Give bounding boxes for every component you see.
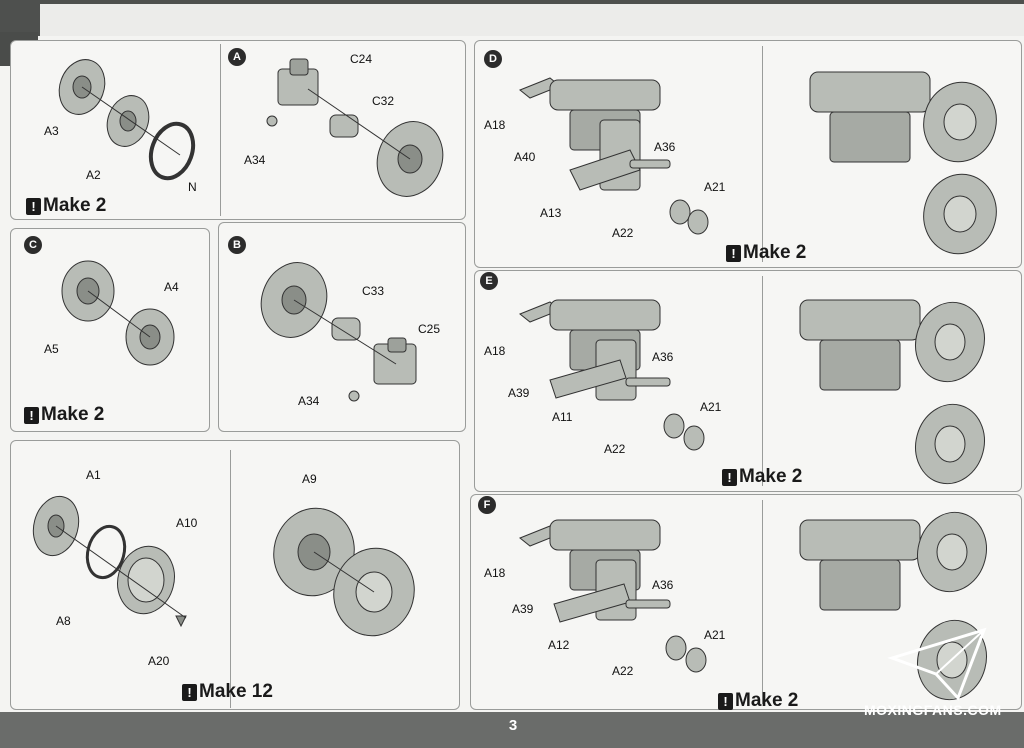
panel-divider <box>230 450 231 708</box>
part-label: N <box>188 180 197 194</box>
panel-divider <box>762 276 763 486</box>
road-wheel-pair-drawing <box>273 507 415 637</box>
make-quantity: !Make 2 <box>722 466 802 488</box>
suspension-bogie-drawing-f <box>519 519 707 673</box>
drive-sprocket-drawing <box>61 260 175 366</box>
part-label: A22 <box>612 226 634 240</box>
part-label: A36 <box>654 140 676 154</box>
make-quantity: !Make 2 <box>718 690 798 712</box>
suspension-assembled-drawing-e <box>799 299 985 485</box>
part-label: A18 <box>484 118 506 132</box>
exclamation-icon: ! <box>726 244 741 262</box>
part-label: A10 <box>176 516 198 530</box>
suspension-assembled-drawing-f <box>799 511 987 701</box>
part-label: A5 <box>44 342 59 356</box>
part-label: A39 <box>512 602 534 616</box>
page-number: 3 <box>508 717 518 734</box>
bottom-bar <box>0 712 1024 748</box>
part-label: A12 <box>548 638 570 652</box>
part-label: A40 <box>514 150 536 164</box>
watermark: MOXINGFANS.COM <box>864 702 1002 718</box>
panel-divider <box>762 500 763 704</box>
part-label: A21 <box>700 400 722 414</box>
part-label: A34 <box>244 153 266 167</box>
make-quantity: !Make 2 <box>24 404 104 426</box>
panel-divider <box>220 44 221 216</box>
sprocket-axle-drawing-a <box>266 58 444 197</box>
part-label: A20 <box>148 654 170 668</box>
idler-axle-drawing-b <box>260 262 417 402</box>
part-label: A21 <box>704 628 726 642</box>
make-quantity: !Make 12 <box>182 681 273 703</box>
part-label: A11 <box>552 410 573 424</box>
wheel-exploded-drawing <box>58 59 196 181</box>
exclamation-icon: ! <box>722 468 737 486</box>
step-badge-f: F <box>478 496 496 514</box>
step-badge-e: E <box>480 272 498 290</box>
exclamation-icon: ! <box>718 692 733 710</box>
part-label: C33 <box>362 284 385 298</box>
step-badge-c: C <box>24 236 42 254</box>
part-label: A36 <box>652 578 674 592</box>
part-label: A1 <box>86 468 101 482</box>
part-label: A36 <box>652 350 674 364</box>
suspension-assembled-drawing-d <box>809 71 997 255</box>
part-label: A2 <box>86 168 101 182</box>
step-badge-d: D <box>484 50 502 68</box>
top-bar-paper <box>40 4 1024 36</box>
make-quantity: !Make 2 <box>26 195 106 217</box>
step-badge-a: A <box>228 48 246 66</box>
step-badge-b: B <box>228 236 246 254</box>
part-label: A18 <box>484 344 506 358</box>
part-label: A13 <box>540 206 562 220</box>
part-label: C24 <box>350 52 373 66</box>
exclamation-icon: ! <box>26 197 41 215</box>
part-label: A39 <box>508 386 530 400</box>
make-quantity: !Make 2 <box>726 242 806 264</box>
suspension-bogie-drawing-d <box>519 77 709 235</box>
part-label: A8 <box>56 614 71 628</box>
exclamation-icon: ! <box>182 683 197 701</box>
exclamation-icon: ! <box>24 406 39 424</box>
part-label: A9 <box>302 472 317 486</box>
part-label: A3 <box>44 124 59 138</box>
panel-divider <box>762 46 763 262</box>
part-label: A22 <box>604 442 626 456</box>
suspension-bogie-drawing-e <box>519 299 705 451</box>
part-label: C25 <box>418 322 441 336</box>
road-wheel-exploded-drawing <box>32 495 187 628</box>
part-label: A4 <box>164 280 179 294</box>
part-label: A18 <box>484 566 506 580</box>
part-label: A21 <box>704 180 726 194</box>
part-label: C32 <box>372 94 395 108</box>
part-label: A22 <box>612 664 634 678</box>
paper-plane-logo-icon <box>887 627 987 701</box>
panel-c <box>10 228 210 432</box>
part-label: A34 <box>298 394 320 408</box>
